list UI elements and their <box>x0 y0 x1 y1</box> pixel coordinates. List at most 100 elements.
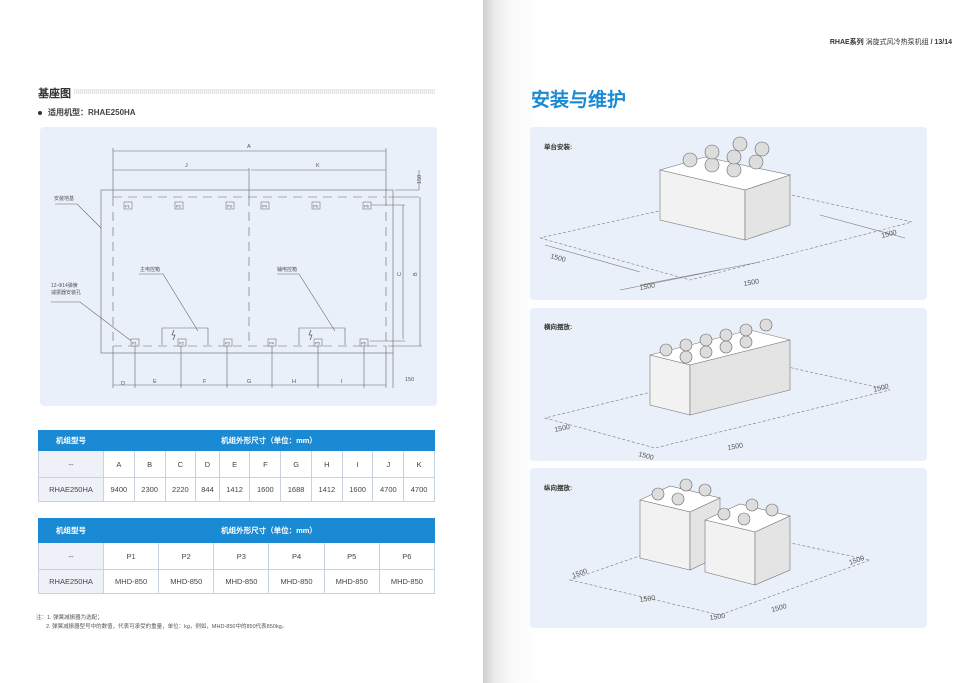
point-label: P2 <box>179 341 185 346</box>
point-label: P6 <box>361 341 367 346</box>
dim-label: 1500 <box>571 568 588 580</box>
dim-label: 1500 <box>639 595 656 604</box>
cell: 2220 <box>164 477 197 502</box>
cell: MHD-850 <box>323 569 380 594</box>
header-model: 机组型号 <box>38 518 104 543</box>
dim-e: E <box>153 379 157 385</box>
vertical-units-drawing <box>568 478 872 616</box>
panel-label: 单台安装: <box>544 144 573 151</box>
header-dimensions: 机组外形尺寸（单位：mm） <box>103 430 435 451</box>
note: 2. 弹簧减振器型号中的数值，代表可承受的重量，单位：kg，例如，MHD-850… <box>46 624 288 630</box>
cell: RHAE250HA <box>38 477 104 502</box>
cell: F <box>249 450 282 478</box>
dim-label: 1500 <box>881 229 898 240</box>
unit-outline <box>112 196 387 347</box>
cell: C <box>164 450 197 478</box>
note: 注：1. 弹簧减振器为选配； <box>36 615 103 621</box>
point-label: P1 <box>125 204 131 209</box>
dim-d: D <box>121 381 125 387</box>
main-control-box-label: 主电控箱 <box>140 266 160 273</box>
cell: 844 <box>195 477 220 502</box>
dim-label: 1500 <box>549 253 566 264</box>
cell: MHD-850 <box>378 569 436 594</box>
dim-150-right: 150 <box>405 377 414 383</box>
cell: P1 <box>102 542 160 570</box>
aux-control-box-label: 辅电控箱 <box>277 266 297 273</box>
title-divider <box>74 89 435 94</box>
point-label: P5 <box>313 204 319 209</box>
cell: 1412 <box>310 477 343 502</box>
dim-k: K <box>316 163 320 169</box>
panel-label: 横向摆放: <box>544 324 573 331</box>
right-title: 安装与维护 <box>531 90 627 111</box>
point-label: P2 <box>176 204 182 209</box>
page-header: RHAE系列 涡旋式风冷热泵机组 / 13/14 <box>830 37 952 47</box>
point-label: P4 <box>262 204 268 209</box>
cell: RHAE250HA <box>38 569 104 594</box>
product-name: 涡旋式风冷热泵机组 <box>865 39 929 46</box>
cell: 1412 <box>218 477 251 502</box>
cell: MHD-850 <box>268 569 325 594</box>
point-label: P3 <box>227 204 233 209</box>
cell: MHD-850 <box>158 569 215 594</box>
dim-j: J <box>185 163 188 169</box>
cell: -- <box>38 542 104 570</box>
base-diagram-panel <box>40 127 437 406</box>
single-unit-drawing <box>539 136 913 291</box>
vertical-dims: 1500 1500 1500 1500 1500 <box>571 555 865 622</box>
point-label: P6 <box>364 204 370 209</box>
series-name: RHAE系列 <box>829 39 864 46</box>
cell: 1600 <box>341 477 374 502</box>
cell: MHD-850 <box>102 569 160 594</box>
dim-label: 1500 <box>743 278 760 288</box>
dim-150-top: 150 <box>417 175 423 184</box>
page-number: / 13/14 <box>930 39 952 46</box>
cell: I <box>341 450 374 478</box>
dim-label: 1500 <box>771 603 788 614</box>
horizontal-dims: 1500 1500 1500 1500 <box>554 383 890 462</box>
dim-label: 1500 <box>639 282 656 292</box>
holes-label: 12-Φ14弹簧 <box>51 282 78 289</box>
dim-f: F <box>203 379 207 385</box>
dim-c: C <box>397 272 403 276</box>
single-dims: 1500 1500 1500 1500 <box>549 229 897 292</box>
cell: A <box>103 450 135 478</box>
cell: 4700 <box>403 477 435 502</box>
cell: 4700 <box>372 477 405 502</box>
point-label: P3 <box>225 341 231 346</box>
cell: MHD-850 <box>213 569 270 594</box>
horizontal-units-drawing <box>543 318 891 449</box>
dim-label: 1500 <box>709 613 726 622</box>
cell: -- <box>38 450 104 478</box>
dim-label: 1500 <box>848 555 865 567</box>
dim-b: B <box>413 272 419 276</box>
left-page: 基座图 适用机型：RHAE250HA P1 P2 P3 P4 P5 P6 P1 … <box>0 0 483 683</box>
foundation-outline <box>100 189 394 354</box>
dim-label: 1500 <box>873 383 890 394</box>
cell: 9400 <box>103 477 135 502</box>
dim-label: 1500 <box>637 451 654 462</box>
cell: H <box>310 450 343 478</box>
cell: 1600 <box>249 477 282 502</box>
dim-g: G <box>247 379 251 385</box>
base-diagram: P1 P2 P3 P4 P5 P6 P1 P2 P3 P4 P5 P6 A J … <box>51 144 423 388</box>
holes-label: 减振器安装孔 <box>51 289 81 296</box>
model-line: 适用机型：RHAE250HA <box>38 107 136 118</box>
notes: 注：1. 弹簧减振器为选配； 2. 弹簧减振器型号中的数值，代表可承受的重量，单… <box>36 614 287 632</box>
panel-label: 纵向摆放: <box>544 485 573 492</box>
point-label: P1 <box>132 341 138 346</box>
cell: K <box>403 450 435 478</box>
dim-i: I <box>341 379 343 385</box>
header-dimensions: 机组外形尺寸（单位：mm） <box>103 518 435 543</box>
dim-label: 1500 <box>554 424 571 434</box>
foundation-label: 安装地基 <box>54 195 74 202</box>
point-label: P4 <box>269 341 275 346</box>
dim-a: A <box>247 144 251 150</box>
